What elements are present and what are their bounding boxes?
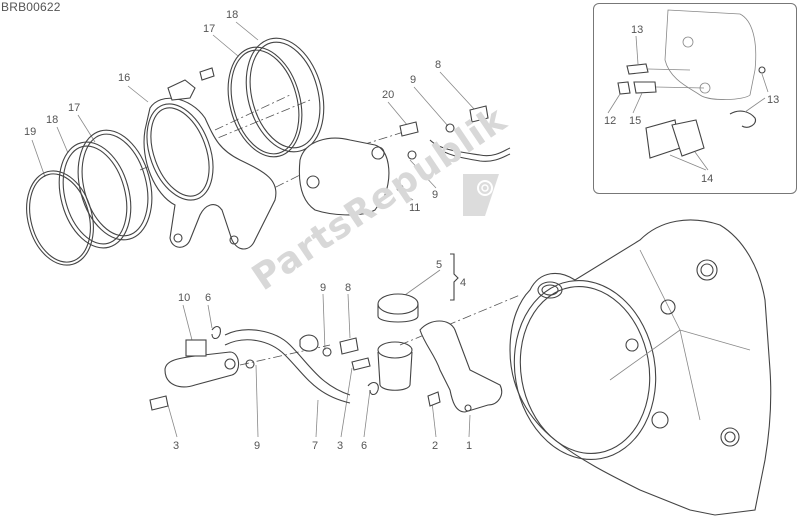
inset-callout-15[interactable]: 15 <box>629 115 642 127</box>
watermark-gear-icon <box>463 174 499 216</box>
callout-3[interactable]: 3 <box>337 440 344 452</box>
callout-7[interactable]: 7 <box>312 440 319 452</box>
callout-19[interactable]: 19 <box>24 126 37 138</box>
callout-6[interactable]: 6 <box>361 440 368 452</box>
inset-callout-12[interactable]: 12 <box>604 115 617 127</box>
callout-9[interactable]: 9 <box>254 440 261 452</box>
callout-10[interactable]: 10 <box>178 292 191 304</box>
callout-2[interactable]: 2 <box>432 440 439 452</box>
callout-17[interactable]: 17 <box>68 102 81 114</box>
inset-callout-14[interactable]: 14 <box>701 173 714 185</box>
inset-callout-13[interactable]: 13 <box>767 94 780 106</box>
callout-8[interactable]: 8 <box>345 282 352 294</box>
callout-16[interactable]: 16 <box>118 72 131 84</box>
callout-9[interactable]: 9 <box>320 282 327 294</box>
inset-detail-box <box>593 3 797 194</box>
callout-1[interactable]: 1 <box>466 440 473 452</box>
callout-8[interactable]: 8 <box>435 59 442 71</box>
callout-4[interactable]: 4 <box>460 277 467 289</box>
callout-20[interactable]: 20 <box>382 89 395 101</box>
callout-11[interactable]: 11 <box>409 202 421 214</box>
callout-18[interactable]: 18 <box>46 114 59 126</box>
diagram-code: BRB00622 <box>1 0 61 14</box>
callout-5[interactable]: 5 <box>436 259 443 271</box>
callout-6[interactable]: 6 <box>205 292 212 304</box>
callout-3[interactable]: 3 <box>173 440 180 452</box>
callout-9[interactable]: 9 <box>410 74 417 86</box>
leader-lines <box>31 21 476 438</box>
callout-17[interactable]: 17 <box>203 23 216 35</box>
inset-drawing <box>607 9 769 171</box>
inset-callout-13[interactable]: 13 <box>631 24 644 36</box>
callout-9[interactable]: 9 <box>432 189 439 201</box>
callout-18[interactable]: 18 <box>226 9 239 21</box>
